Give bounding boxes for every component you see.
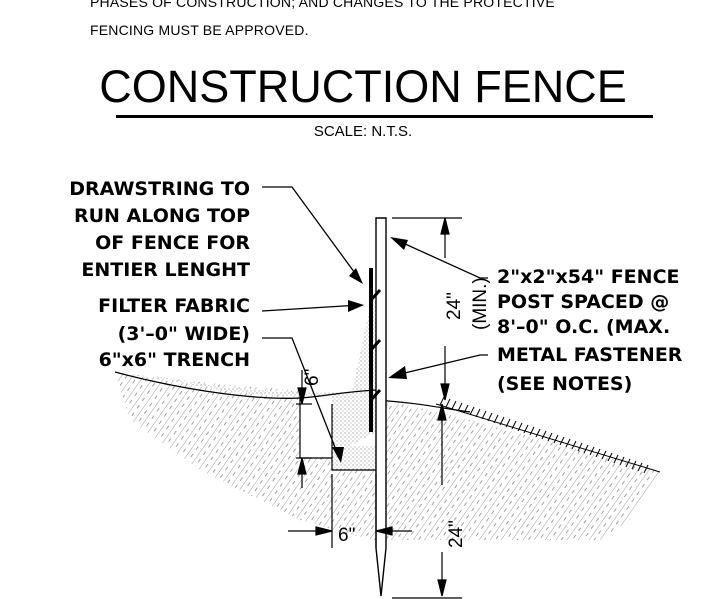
- drawstring-line-3: OF FENCE FOR: [95, 232, 250, 254]
- ground-line-right: [375, 399, 471, 413]
- dim-post-above: [392, 217, 462, 401]
- drawstring-line-4: ENTIER LENGHT: [81, 259, 250, 281]
- note-line-1: PHASES OF CONSTRUCTION; AND CHANGES TO T…: [90, 0, 555, 10]
- note-line-2: FENCING MUST BE APPROVED.: [90, 22, 309, 38]
- fastener-label: METAL FASTENER (SEE NOTES): [497, 344, 683, 395]
- drawstring-label: DRAWSTRING TO RUN ALONG TOP OF FENCE FOR…: [69, 178, 250, 281]
- leader-lines: [261, 186, 488, 461]
- fabric-fasteners: [369, 288, 382, 402]
- dim-trench-width-label: 6": [338, 525, 355, 546]
- dim-trench-depth-label: 6": [302, 369, 323, 386]
- title-underline: [116, 115, 653, 118]
- post-line-1: 2"x2"x54" FENCE: [497, 266, 680, 288]
- leader-arrows: [332, 237, 408, 463]
- trench-label: 6"x6" TRENCH: [99, 349, 250, 371]
- post-label: 2"x2"x54" FENCE POST SPACED @ 8'–0" O.C.…: [497, 266, 680, 338]
- dim-post-above-min: (MIN.): [470, 277, 491, 330]
- ground-hatch: [115, 372, 660, 540]
- dim-post-embed: [392, 403, 462, 599]
- dim-post-embed-label: 24": [446, 520, 467, 548]
- dim-trench-depth: [296, 370, 312, 488]
- dim-trench-width: [288, 474, 412, 548]
- filter-fabric-label: FILTER FABRIC (3'–0" WIDE): [98, 295, 250, 345]
- detail-title: CONSTRUCTION FENCE: [99, 61, 627, 112]
- filter-fabric-line-1: FILTER FABRIC: [98, 295, 250, 317]
- post-line-2: POST SPACED @: [497, 291, 669, 313]
- filter-fabric-line-2: (3'–0" WIDE): [118, 323, 250, 345]
- post-line-3: 8'–0" O.C. (MAX.: [497, 316, 670, 338]
- scale-note: SCALE: N.T.S.: [313, 123, 413, 140]
- fastener-line-1: METAL FASTENER: [497, 344, 683, 366]
- grass-tufts: [439, 396, 649, 474]
- ground-line-left: [114, 371, 377, 399]
- drawstring-line-2: RUN ALONG TOP: [74, 205, 250, 227]
- dim-post-above-label: 24": [444, 292, 465, 320]
- filter-fabric-stipple: [150, 300, 376, 470]
- fastener-line-2: (SEE NOTES): [497, 373, 632, 395]
- fence-post: [375, 217, 387, 597]
- drawstring-line-1: DRAWSTRING TO: [69, 178, 250, 200]
